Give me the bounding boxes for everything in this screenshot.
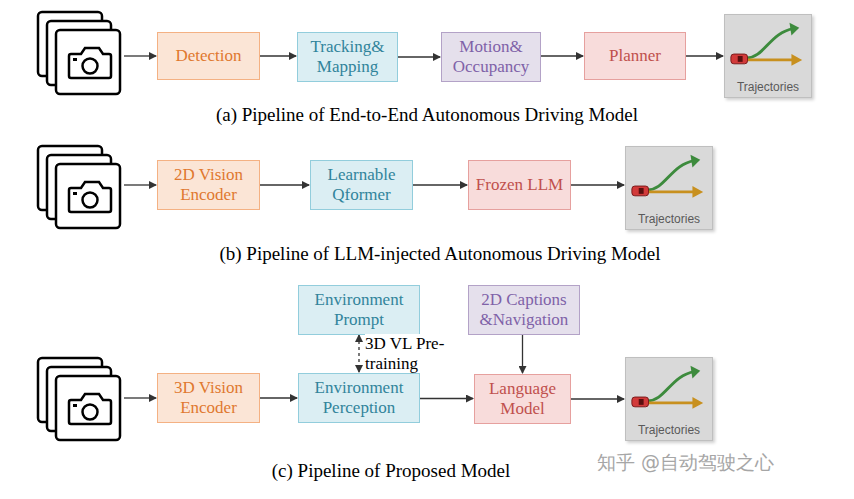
process-box: Motion& Occupancy — [441, 32, 541, 82]
arrow-connector — [571, 398, 624, 399]
output-box: Trajectories — [625, 357, 713, 441]
process-box: Planner — [584, 32, 686, 80]
box-label: 3D Vision Encoder — [164, 378, 253, 419]
box-label: Learnable Qformer — [317, 165, 406, 206]
arrow-connector — [260, 397, 297, 398]
box-label: Detection — [175, 46, 241, 66]
process-box: 2D Captions &Navigation — [468, 285, 580, 335]
arrow-connector — [571, 184, 624, 185]
process-box: Environment Perception — [298, 373, 420, 423]
box-label: Environment Prompt — [305, 290, 413, 331]
box-label: Planner — [609, 46, 661, 66]
figure-caption: (c) Pipeline of Proposed Model — [272, 460, 511, 482]
process-box: Language Model — [474, 374, 571, 424]
arrow-connector — [398, 56, 440, 57]
box-label: 2D Captions &Navigation — [475, 290, 573, 331]
edge-label: 3D VL Pre-training — [365, 334, 465, 373]
figure-caption: (b) Pipeline of LLM-injected Autonomous … — [219, 243, 660, 265]
arrow-connector — [686, 55, 723, 56]
process-box: Detection — [157, 32, 260, 80]
box-label: Language Model — [481, 379, 564, 420]
process-box: Learnable Qformer — [310, 160, 413, 210]
arrow-connector — [260, 184, 309, 185]
process-box: 2D Vision Encoder — [157, 160, 260, 210]
process-box: Environment Prompt — [298, 285, 420, 335]
box-label: Trajectories — [638, 212, 700, 226]
box-label: Motion& Occupancy — [448, 37, 534, 78]
box-label: Tracking& Mapping — [304, 37, 391, 78]
arrow-connector — [522, 335, 523, 373]
watermark: 知乎 @自动驾驶之心 — [597, 450, 774, 476]
output-box: Trajectories — [724, 14, 812, 98]
box-label: Trajectories — [638, 423, 700, 437]
output-box: Trajectories — [625, 146, 713, 230]
process-box: 3D Vision Encoder — [157, 373, 260, 423]
arrow-connector — [413, 184, 467, 185]
process-box: Tracking& Mapping — [297, 32, 398, 82]
arrow-connector — [358, 335, 359, 372]
box-label: Trajectories — [737, 80, 799, 94]
arrow-connector — [260, 55, 296, 56]
arrow-connector — [420, 398, 473, 399]
process-box: Frozen LLM — [468, 160, 571, 210]
arrow-connector — [541, 55, 583, 56]
figure-caption: (a) Pipeline of End-to-End Autonomous Dr… — [216, 104, 638, 126]
box-label: Environment Perception — [305, 378, 413, 419]
box-label: 2D Vision Encoder — [164, 165, 253, 206]
box-label: Frozen LLM — [476, 175, 563, 195]
